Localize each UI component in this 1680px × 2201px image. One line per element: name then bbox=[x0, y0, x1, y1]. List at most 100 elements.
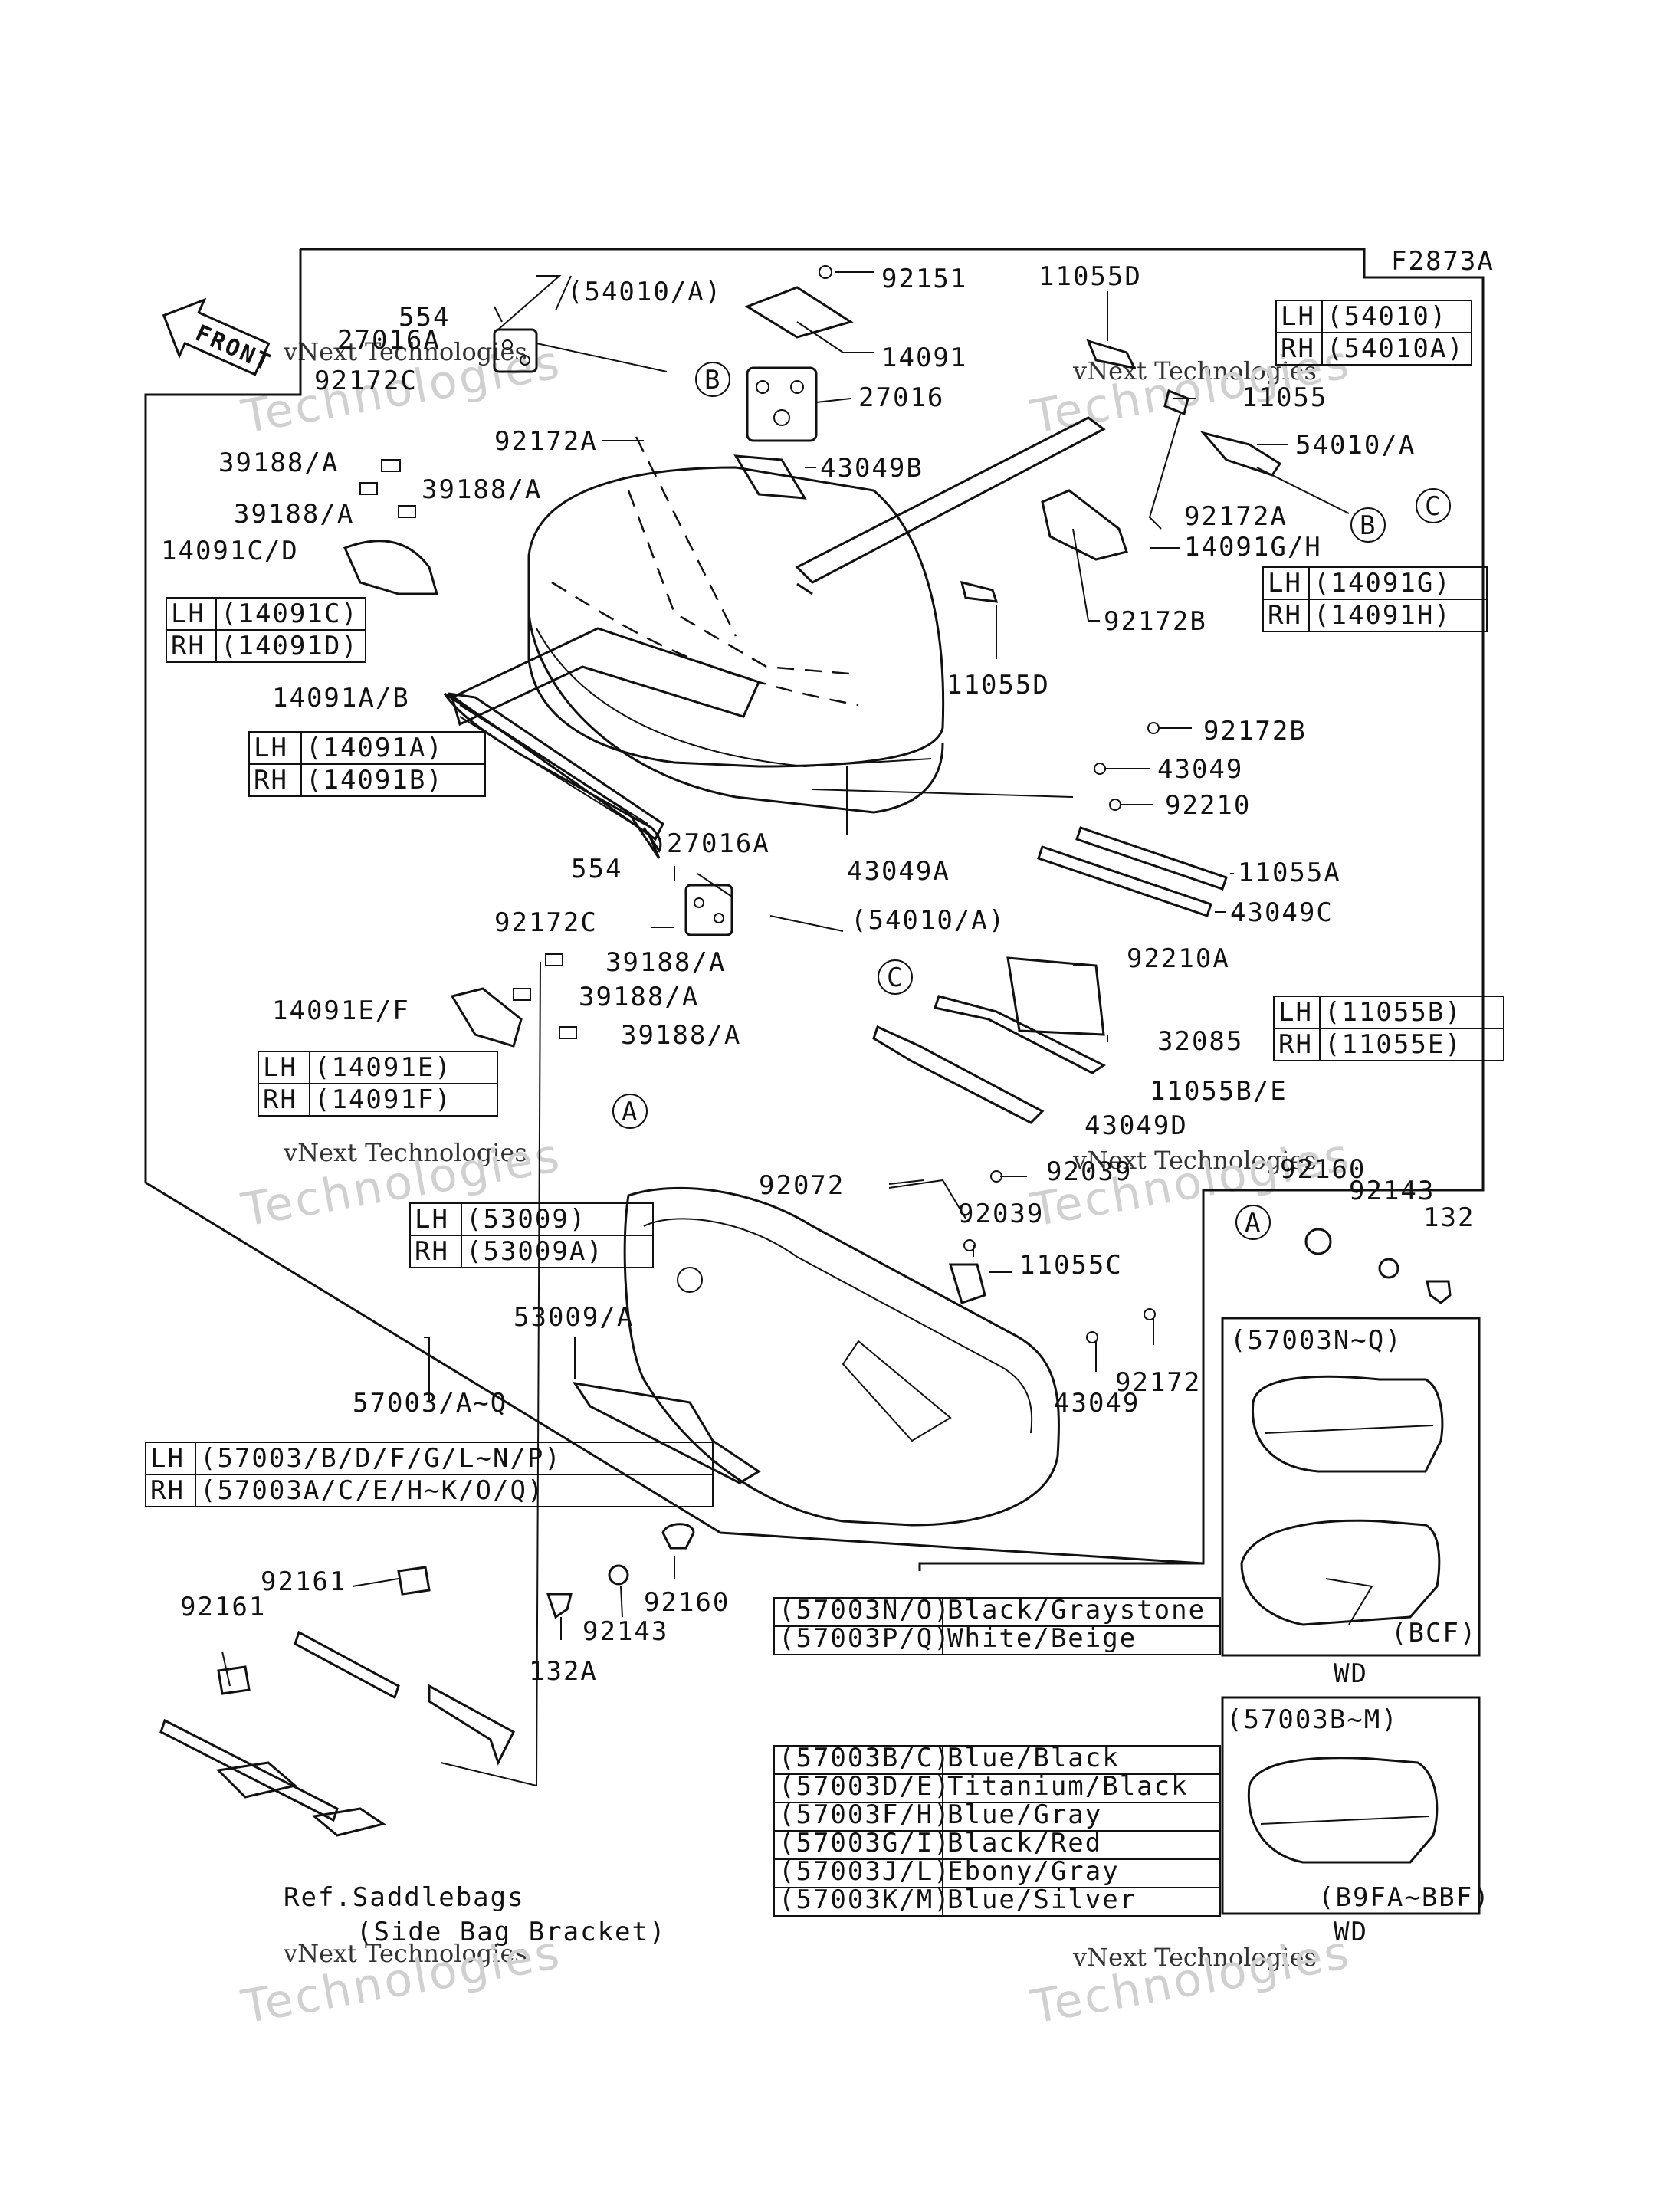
color-table-1: (57003N/O)Black/Graystone(57003P/Q)White… bbox=[773, 1595, 1221, 1655]
color-table-2-cell: (57003D/E) bbox=[779, 1771, 951, 1802]
part-label: 14091A/B bbox=[272, 683, 410, 713]
part-label: 39188/A bbox=[218, 448, 339, 478]
part-label: 92039 bbox=[958, 1199, 1044, 1229]
watermark-text: vNext Technologies bbox=[1072, 1146, 1317, 1175]
table-11055b-cell: LH bbox=[1278, 997, 1313, 1028]
watermark-text: vNext Technologies bbox=[283, 1138, 527, 1167]
color-table-2-cell: Black/Red bbox=[947, 1828, 1102, 1858]
color-table-2: (57003B/C)Blue/Black(57003D/E)Titanium/B… bbox=[773, 1743, 1221, 1917]
table-53009: LH(53009)RH(53009A) bbox=[409, 1202, 654, 1268]
side-bag-bracket bbox=[159, 1566, 515, 1837]
part-label: 39188/A bbox=[621, 1020, 741, 1051]
latch-27016A-top bbox=[493, 328, 538, 373]
table-14091a-cell: LH bbox=[254, 733, 288, 763]
part-label: 39188/A bbox=[579, 982, 699, 1012]
bracket-11055D-mid bbox=[960, 580, 999, 603]
part-label: 27016A bbox=[337, 325, 441, 356]
leader bbox=[812, 789, 1074, 798]
leader-lines bbox=[221, 271, 1350, 1687]
clip-39188A bbox=[359, 482, 378, 495]
part-label: (54010/A) bbox=[567, 277, 722, 307]
bracket-11055 bbox=[1163, 389, 1189, 416]
table-53009-cell: LH bbox=[415, 1204, 449, 1235]
screw-92039 bbox=[963, 1239, 976, 1251]
table-14091e: LH(14091E)RH(14091F) bbox=[258, 1051, 498, 1117]
leader-bracket bbox=[440, 961, 541, 1786]
strip-43049D bbox=[872, 1025, 1045, 1124]
color-table-2-cell: (57003F/H) bbox=[779, 1799, 951, 1830]
part-label: 92161 bbox=[261, 1566, 346, 1597]
part-label: 39188/A bbox=[605, 947, 726, 978]
part-label: 92172A bbox=[1184, 501, 1288, 532]
part-label: 92172B bbox=[1104, 606, 1207, 637]
callouts: B B C C A A bbox=[612, 362, 1451, 1240]
table-14091c-cell: RH bbox=[171, 631, 205, 661]
inset-caption: WD bbox=[1334, 1917, 1368, 1947]
color-table-2-cell: Titanium/Black bbox=[947, 1771, 1189, 1802]
callout-a: A bbox=[622, 1097, 638, 1127]
part-label: 39188/A bbox=[234, 499, 354, 530]
table-14091g-cell: LH bbox=[1268, 568, 1302, 599]
part-label: 92210A bbox=[1127, 943, 1230, 974]
table-57003-cell: (57003A/C/E/H~K/O/Q) bbox=[200, 1475, 544, 1506]
part-label: 14091 bbox=[881, 343, 967, 373]
color-table-2-cell: Blue/Black bbox=[947, 1743, 1120, 1773]
cover-14091CD bbox=[343, 540, 438, 595]
part-label: 92172C bbox=[494, 907, 598, 938]
table-54010-cell: RH bbox=[1281, 333, 1315, 364]
part-label: 132A bbox=[529, 1656, 598, 1687]
color-table-1-cell: (57003P/Q) bbox=[779, 1623, 951, 1654]
table-14091e-cell: RH bbox=[263, 1084, 297, 1115]
table-11055b: LH(11055B)RH(11055E) bbox=[1273, 996, 1504, 1061]
table-14091a-cell: (14091A) bbox=[306, 733, 444, 763]
table-14091c: LH(14091C)RH(14091D) bbox=[166, 597, 366, 663]
screw-92172B bbox=[1147, 722, 1160, 734]
table-14091a: LH(14091A)RH(14091B) bbox=[248, 731, 486, 797]
saddlebag-closed-icon bbox=[1247, 1757, 1439, 1864]
part-label: 11055B/E bbox=[1150, 1076, 1288, 1107]
lock-assembly bbox=[746, 366, 818, 442]
saddlebag-closed-icon bbox=[1251, 1375, 1444, 1473]
callout-c: C bbox=[1425, 491, 1442, 522]
color-table-2-cell: Blue/Gray bbox=[947, 1799, 1102, 1830]
table-54010-cell: (54010) bbox=[1327, 301, 1447, 332]
watermark-text: vNext Technologies bbox=[283, 337, 527, 366]
part-label: 92161 bbox=[180, 1592, 266, 1622]
part-label: 92160 bbox=[1280, 1154, 1366, 1185]
cable-end-54010 bbox=[1199, 431, 1282, 477]
lh-rh-tables: LH(54010)RH(54010A)LH(14091C)RH(14091D)L… bbox=[145, 300, 1504, 1507]
cable-54010-top bbox=[536, 343, 668, 372]
table-53009-cell: RH bbox=[415, 1236, 449, 1267]
screw-92172 bbox=[1144, 1308, 1156, 1320]
watermark-text: vNext Technologies bbox=[283, 1939, 527, 1968]
part-label: 53009/A bbox=[514, 1302, 634, 1333]
part-label: 43049A bbox=[847, 856, 950, 887]
inset-box-1: (57003N~Q) (BCF) bbox=[1221, 1317, 1481, 1657]
watermark-text: vNext Technologies bbox=[1072, 1943, 1317, 1972]
table-14091g-cell: (14091H) bbox=[1314, 600, 1452, 631]
cover-14091EF bbox=[450, 987, 523, 1048]
part-label: 92210 bbox=[1165, 790, 1251, 821]
part-label: 43049 bbox=[1054, 1388, 1140, 1419]
part-label: 43049B bbox=[820, 453, 924, 484]
table-57003: LH(57003/B/D/F/G/L~N/P)RH(57003A/C/E/H~K… bbox=[145, 1442, 714, 1507]
table-53009-cell: (53009) bbox=[466, 1204, 586, 1235]
part-label: 92172B bbox=[1203, 716, 1307, 746]
reference-label: (Side Bag Bracket) bbox=[356, 1917, 666, 1947]
clip-39188A bbox=[381, 459, 401, 472]
bracket-11055C bbox=[948, 1263, 986, 1304]
part-label: 27016A bbox=[667, 828, 770, 859]
table-11055b-cell: (11055B) bbox=[1324, 997, 1462, 1028]
color-table-2-cell: Blue/Silver bbox=[947, 1884, 1137, 1915]
part-label: 14091C/D bbox=[161, 536, 299, 566]
part-label: 39188/A bbox=[422, 474, 542, 505]
table-57003-cell: LH bbox=[150, 1443, 185, 1474]
part-labels: 554 27016A 92172C (54010/A) 92151 14091 … bbox=[161, 261, 1473, 1947]
table-14091a-cell: (14091B) bbox=[306, 765, 444, 795]
bolt-132 bbox=[1426, 1280, 1452, 1304]
color-table-1-cell: (57003N/O) bbox=[779, 1595, 951, 1625]
washer-92143 bbox=[1378, 1258, 1399, 1279]
part-label: 43049D bbox=[1084, 1110, 1188, 1141]
table-54010-cell: LH bbox=[1281, 301, 1315, 332]
